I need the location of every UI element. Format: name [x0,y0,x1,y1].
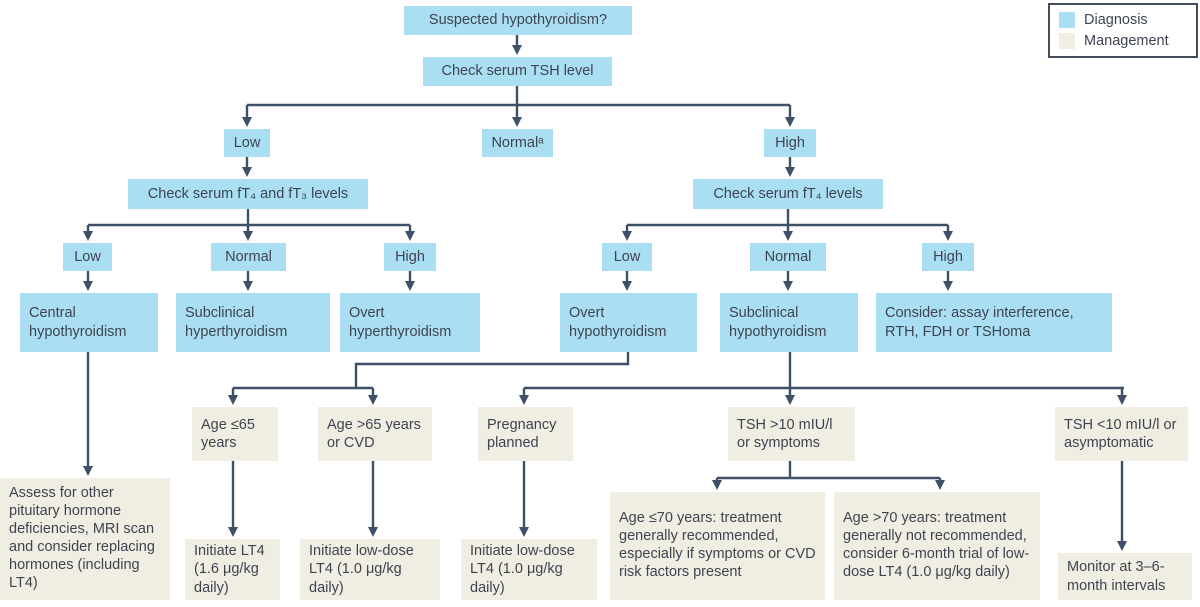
node-tsh-gt10: TSH >10 mIU/l or symptoms [728,407,855,461]
node-check-ft4-ft3: Check serum fT₄ and fT₃ levels [128,179,368,209]
legend-label: Management [1084,33,1169,49]
legend-item-diagnosis: Diagnosis [1059,12,1187,28]
node-overt-hypothyroidism: Overt hypothyroidism [560,293,697,352]
node-assess-pituitary: Assess for other pituitary hormone defic… [0,478,170,600]
node-initiate-low-dose-lt4-cvd: Initiate low-dose LT4 (1.0 μg/kg daily) [300,539,440,600]
node-subclinical-hyperthyroidism: Subclinical hyperthyroidism [176,293,330,352]
node-ft-high: High [384,243,436,271]
node-tsh-lt10: TSH <10 mIU/l or asymptomatic [1055,407,1188,461]
node-age-le65: Age ≤65 years [192,407,278,461]
diagnosis-swatch-icon [1059,12,1075,28]
node-ft-normal: Normal [211,243,286,271]
node-age-gt65-cvd: Age >65 years or CVD [318,407,432,461]
node-tsh-normal: Normalᵃ [482,129,553,157]
legend-item-management: Management [1059,33,1187,49]
node-central-hypothyroidism: Central hypothyroidism [20,293,158,352]
node-age-gt70-treatment: Age >70 years: treatment generally not r… [834,492,1040,600]
node-initiate-low-dose-lt4-pregnancy: Initiate low-dose LT4 (1.0 μg/kg daily) [461,539,597,600]
management-swatch-icon [1059,33,1075,49]
node-monitor-intervals: Monitor at 3–6-month intervals [1058,553,1192,600]
node-subclinical-hypothyroidism: Subclinical hypothyroidism [720,293,858,352]
node-overt-hyperthyroidism: Overt hyperthyroidism [340,293,480,352]
node-ft4-normal: Normal [750,243,826,271]
node-initiate-lt4: Initiate LT4 (1.6 μg/kg daily) [185,539,280,600]
legend-label: Diagnosis [1084,12,1148,28]
node-tsh-low: Low [224,129,270,157]
legend: Diagnosis Management [1048,3,1198,58]
node-pregnancy-planned: Pregnancy planned [478,407,573,461]
node-consider-assay-interference: Consider: assay interference, RTH, FDH o… [876,293,1112,352]
node-ft4-high: High [922,243,974,271]
node-ft-low: Low [63,243,112,271]
node-check-serum-tsh: Check serum TSH level [423,57,612,86]
node-suspected-hypothyroidism: Suspected hypothyroidism? [404,6,632,35]
node-ft4-low: Low [602,243,652,271]
node-check-ft4: Check serum fT₄ levels [693,179,883,209]
node-tsh-high: High [764,129,816,157]
node-age-le70-treatment: Age ≤70 years: treatment generally recom… [610,492,825,600]
